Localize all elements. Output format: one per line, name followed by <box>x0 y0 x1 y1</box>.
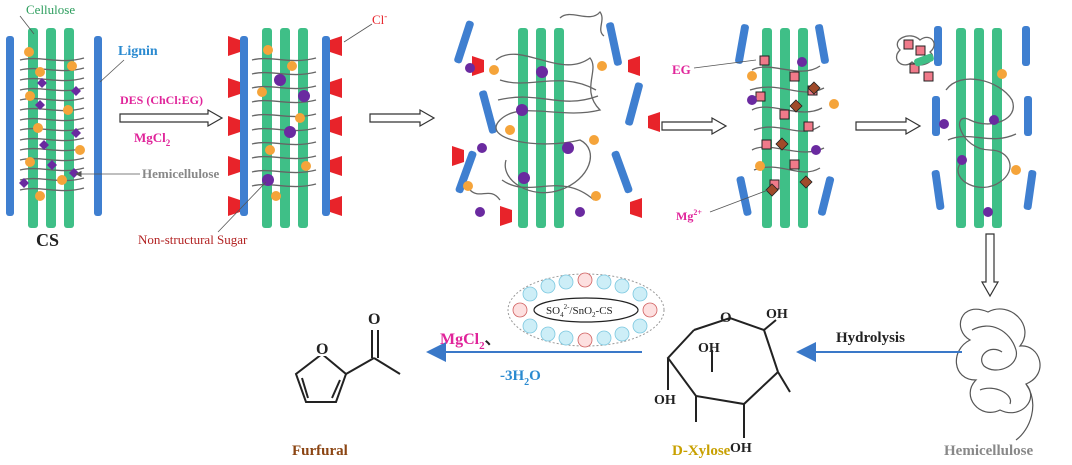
furfural-carbonyl-oxygen: O <box>368 311 380 328</box>
stage-1-raw-cs: Cellulose Lignin Hemicellulose CS <box>6 2 219 250</box>
cellulose-fiber <box>46 28 56 228</box>
arrow-right-icon <box>661 116 728 136</box>
chloride-ion-icon <box>452 56 660 226</box>
label-mg-ion: Mg2+ <box>676 208 702 223</box>
sugar-dot-icon <box>997 69 1021 175</box>
lignin-fragment-icon <box>735 24 835 216</box>
label-non-structural-sugar: Non-structural Sugar <box>138 232 248 247</box>
label-water-loss: -3H2O <box>500 368 541 388</box>
xylose-ring-oxygen: O <box>720 310 732 326</box>
sugar-dot-icon <box>257 45 311 201</box>
label-chloride: Cl- <box>372 11 387 27</box>
cellulose-fragment-icon <box>914 53 934 67</box>
label-furfural: Furfural <box>292 443 348 459</box>
label-lignin: Lignin <box>118 44 158 59</box>
xylose-oh-4: OH <box>730 441 752 456</box>
callout-line <box>217 181 267 233</box>
xylose-oh-1: OH <box>766 307 788 322</box>
cellulose-fiber <box>64 28 74 228</box>
label-mgcl2: MgCl2 <box>134 130 171 148</box>
ring-oxygen-bg <box>314 340 330 356</box>
label-hemicellulose-product: Hemicellulose <box>944 443 1033 459</box>
callout-line <box>709 189 769 213</box>
hemicellulose-strand-icon <box>251 57 317 188</box>
lignin-bar-right <box>94 36 102 216</box>
furfural-structure <box>294 330 401 403</box>
sugar-dot-icon <box>747 71 839 171</box>
stage-4-eg-mg-attack: EG Mg2+ <box>672 24 839 228</box>
stage-3-disruption <box>452 10 660 228</box>
lignin-bar-left <box>6 36 14 216</box>
label-hemicellulose: Hemicellulose <box>142 166 219 181</box>
lignin-fragment-icon <box>454 20 643 194</box>
eg-molecule-icon <box>903 39 934 82</box>
label-hydrolysis: Hydrolysis <box>836 330 905 346</box>
xylose-oh-3: OH <box>654 393 676 408</box>
stage-2-des-treated: Cl- Non-structural Sugar <box>138 11 387 247</box>
polysaccharide-dot-icon <box>747 57 821 155</box>
hemicellulose-strand-icon <box>469 10 605 201</box>
hemicellulose-coil-icon <box>955 308 1041 441</box>
arrow-right-icon <box>855 116 922 136</box>
label-cs: CS <box>36 230 59 250</box>
sugar-dot-icon <box>463 61 607 201</box>
sugar-dot-icon <box>24 47 85 201</box>
label-mgcl2-catalyst: MgCl2、 <box>440 331 501 352</box>
label-des: DES (ChCl:EG) <box>120 93 203 107</box>
mg-ion-icon <box>765 81 821 197</box>
arrow-right-icon <box>119 108 224 128</box>
callout-line <box>693 59 757 69</box>
polysaccharide-dot-icon <box>465 63 585 217</box>
arrow-right-icon <box>369 108 436 128</box>
furfural-ring-oxygen: O <box>316 341 328 358</box>
label-cellulose: Cellulose <box>26 2 75 17</box>
callout-line <box>343 23 373 43</box>
reagent-block: DES (ChCl:EG) MgCl2 <box>119 93 224 148</box>
label-catalyst: SO42-/SnO2-CS <box>546 303 613 319</box>
catalyst-particle-icon <box>507 272 665 348</box>
d-xylose-structure <box>666 316 791 438</box>
callout-line <box>19 15 35 35</box>
lignin-fragment-icon <box>931 26 1037 210</box>
chloride-ion-icon <box>228 36 342 216</box>
arrow-down-icon <box>980 233 1000 298</box>
xylose-oh-2: OH <box>698 341 720 356</box>
label-d-xylose: D-Xylose <box>672 443 731 459</box>
callout-line <box>99 59 125 83</box>
polysaccharide-diamond-icon <box>19 78 81 188</box>
stage-5-released-hemicellulose <box>895 26 1037 228</box>
label-eg: EG <box>672 62 691 77</box>
polysaccharide-dot-icon <box>939 115 999 217</box>
hemicellulose-strand-icon <box>895 35 1017 188</box>
